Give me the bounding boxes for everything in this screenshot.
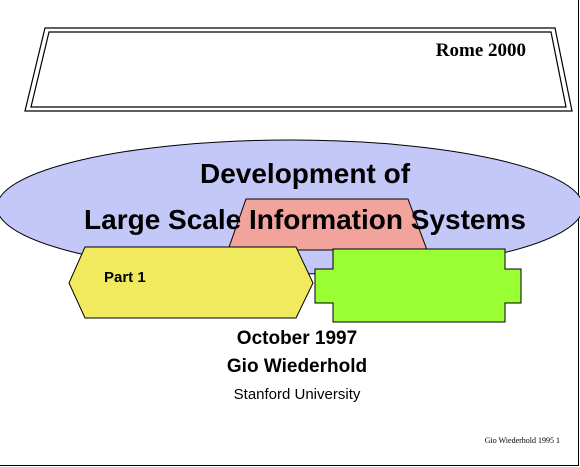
banner-inner <box>30 31 567 108</box>
presentation-date: October 1997 <box>236 328 358 349</box>
title-line-2: Large Scale Information Systems <box>84 204 526 235</box>
author-name: Gio Wiederhold <box>226 356 368 377</box>
slide-footer: Gio Wiederhold 1995 1 <box>484 436 560 445</box>
author-affiliation: Stanford University <box>233 386 361 403</box>
banner-label: Rome 2000 <box>435 40 526 61</box>
part-label: Part 1 <box>104 269 146 286</box>
title-line-1: Development of <box>199 158 411 189</box>
part-hexagon <box>68 246 314 319</box>
green-cross-shape <box>314 248 522 323</box>
